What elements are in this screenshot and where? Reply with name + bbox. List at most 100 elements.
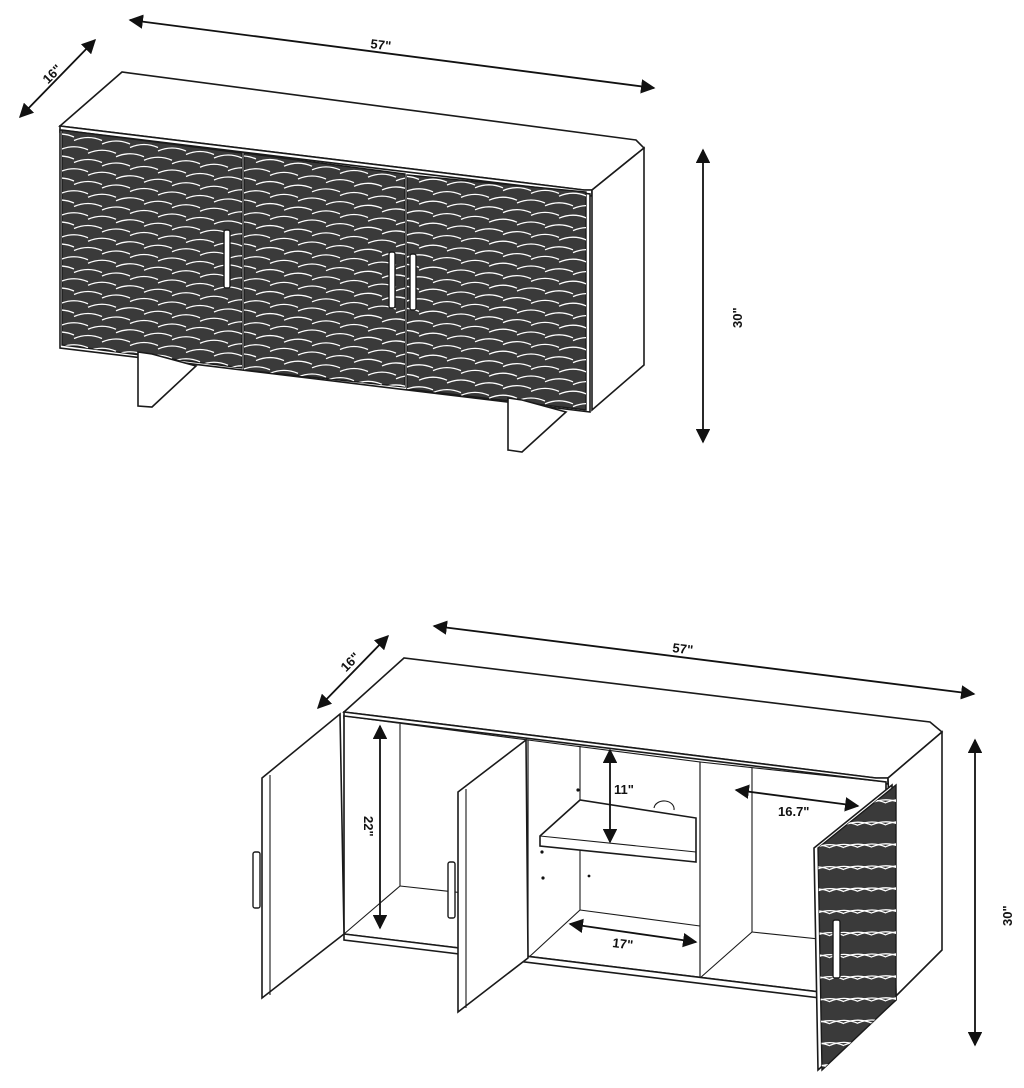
open-depth-label: 16" <box>338 649 363 674</box>
open-height-label: 30" <box>1000 905 1015 926</box>
door-texture-wave <box>407 361 586 388</box>
door-texture-wave <box>818 908 896 1003</box>
door-texture-wave <box>244 274 405 305</box>
right-depth-label: 16.7" <box>778 804 809 819</box>
open-shelf <box>539 799 697 863</box>
door-texture-wave <box>244 164 405 195</box>
door-texture-wave <box>407 307 586 335</box>
door-texture-wave <box>244 353 405 383</box>
door-texture-wave <box>62 164 242 197</box>
door-texture-wave <box>244 296 405 327</box>
door-texture-wave <box>407 241 586 269</box>
open-handle-center <box>447 861 456 919</box>
closed-handle-center <box>388 251 396 309</box>
door-texture-wave <box>407 197 586 225</box>
door-texture-wave <box>244 243 405 273</box>
door-texture-wave <box>244 362 405 387</box>
closed-height-label: 30" <box>730 307 745 328</box>
door-texture-wave <box>62 230 242 263</box>
door-texture-wave <box>244 199 405 229</box>
door-texture-wave <box>62 133 242 166</box>
door-texture-wave <box>244 287 405 317</box>
door-texture-wave <box>818 930 896 1025</box>
door-texture-wave <box>244 331 405 361</box>
closed-depth-arrow <box>18 38 97 119</box>
door-texture-wave <box>244 309 405 339</box>
closed-door-left <box>61 129 243 369</box>
door-texture-wave <box>244 155 405 185</box>
open-width-label: 57" <box>672 640 694 657</box>
door-texture-wave <box>818 864 896 959</box>
door-texture-wave <box>244 230 405 261</box>
door-texture-wave <box>62 208 242 241</box>
door-texture-wave <box>62 199 242 232</box>
closed-door-center <box>243 152 406 388</box>
door-texture-wave <box>407 207 586 234</box>
door-texture-wave <box>818 886 896 981</box>
closed-right-side <box>591 146 645 412</box>
open-width-arrow <box>432 620 976 700</box>
closed-handle-left <box>223 229 231 289</box>
door-texture-wave <box>62 274 242 307</box>
door-texture-wave <box>62 309 242 342</box>
door-texture-wave <box>818 798 896 893</box>
closed-width-label: 57" <box>370 36 392 53</box>
right-depth-arrow <box>734 784 860 812</box>
door-texture-wave <box>244 318 405 349</box>
door-texture-wave <box>818 785 896 871</box>
door-texture-wave <box>244 208 405 239</box>
interior-height-label: 22" <box>361 816 376 837</box>
closed-leg-right <box>507 397 568 453</box>
door-texture-wave <box>407 273 586 300</box>
door-texture-wave <box>818 974 896 1069</box>
door-texture-wave <box>818 952 896 1047</box>
door-texture-wave <box>818 908 896 1003</box>
open-depth-arrow <box>316 634 390 710</box>
door-texture-wave <box>244 177 405 207</box>
center-width-label: 17" <box>612 935 634 952</box>
door-texture-wave <box>62 318 242 351</box>
door-texture-wave <box>62 331 242 364</box>
door-texture-wave <box>407 229 586 256</box>
door-texture-wave <box>62 155 242 188</box>
door-texture-wave <box>407 329 586 357</box>
door-texture-wave <box>818 864 896 959</box>
open-cable-cutout <box>653 800 675 811</box>
door-texture-wave <box>407 251 586 278</box>
door-texture-wave <box>244 265 405 295</box>
door-texture-wave <box>407 373 586 401</box>
door-texture-wave <box>407 185 586 212</box>
door-texture-wave <box>818 798 896 893</box>
closed-sideboard <box>58 71 646 453</box>
door-texture-wave <box>818 886 896 981</box>
door-texture-wave <box>244 252 405 283</box>
door-texture-wave <box>62 287 242 320</box>
open-door-left <box>261 712 345 1000</box>
door-texture-wave <box>407 175 586 203</box>
door-texture-wave <box>407 263 586 291</box>
door-texture-wave <box>818 952 896 1047</box>
open-door-center <box>457 738 529 1014</box>
door-texture-wave <box>818 820 896 915</box>
door-texture-wave <box>818 785 896 871</box>
open-handle-left <box>252 851 261 909</box>
door-texture-wave <box>407 339 586 366</box>
door-texture-wave <box>818 974 896 1069</box>
open-handle-right <box>832 919 841 979</box>
door-texture-wave <box>407 219 586 247</box>
door-texture-wave <box>407 285 586 313</box>
door-texture-wave <box>62 296 242 329</box>
closed-leg-left <box>137 351 198 408</box>
door-texture-wave <box>818 842 896 937</box>
closed-width-arrow <box>128 14 656 94</box>
shelf-gap-label: 11" <box>614 782 634 797</box>
door-texture-wave <box>62 252 242 285</box>
door-texture-wave <box>407 351 586 379</box>
door-texture-wave <box>407 295 586 322</box>
closed-handle-right <box>409 253 417 311</box>
door-texture-wave <box>62 142 242 175</box>
door-texture-wave <box>244 340 405 371</box>
door-texture-wave <box>818 820 896 915</box>
door-texture-wave <box>244 221 405 251</box>
center-width-arrow <box>568 918 698 948</box>
